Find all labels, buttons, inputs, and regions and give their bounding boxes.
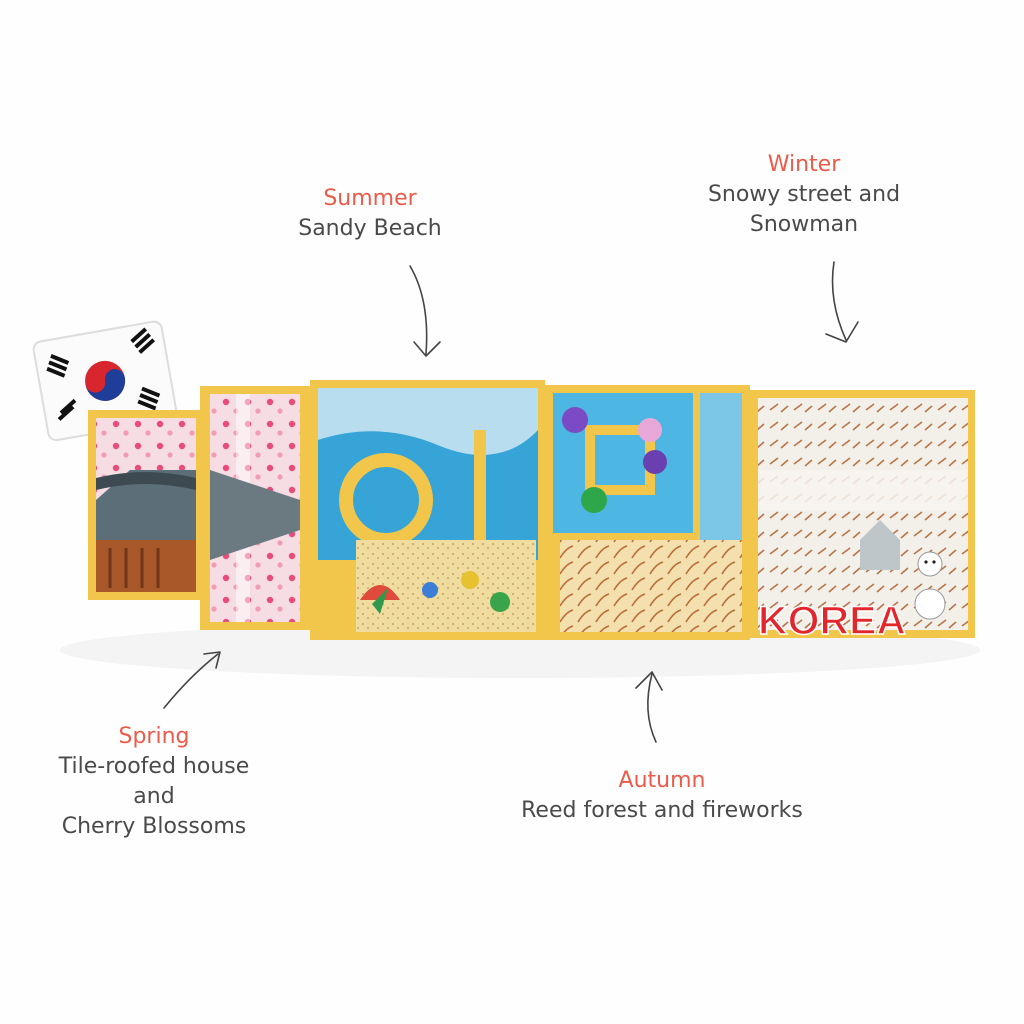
autumn-arrow-icon [635,671,663,743]
snowman-icon [914,551,946,620]
summer-annotation: Summer Sandy Beach [250,184,490,244]
summer-description: Sandy Beach [298,216,442,241]
autumn-block [545,385,750,640]
summer-season-label: Summer [323,186,417,211]
autumn-description: Reed forest and fireworks [521,798,803,823]
autumn-annotation: Autumn Reed forest and fireworks [480,766,844,826]
spring-season-label: Spring [118,724,190,749]
winter-description: Snowy street and Snowman [707,182,901,237]
autumn-season-label: Autumn [618,768,706,793]
spring-arrow-icon [163,651,221,709]
winter-annotation: Winter Snowy street and Snowman [674,150,934,240]
spring-block [88,386,310,630]
summer-block [310,380,545,640]
winter-arrow-icon [825,261,859,343]
summer-arrow-icon [409,265,441,357]
korea-logo-text: KOREA [758,599,906,643]
winter-block: KOREA [750,390,975,644]
winter-season-label: Winter [767,152,841,177]
spring-annotation: Spring Tile-roofed house and Cherry Blos… [14,722,294,842]
spring-description: Tile-roofed house and Cherry Blossoms [58,754,250,839]
